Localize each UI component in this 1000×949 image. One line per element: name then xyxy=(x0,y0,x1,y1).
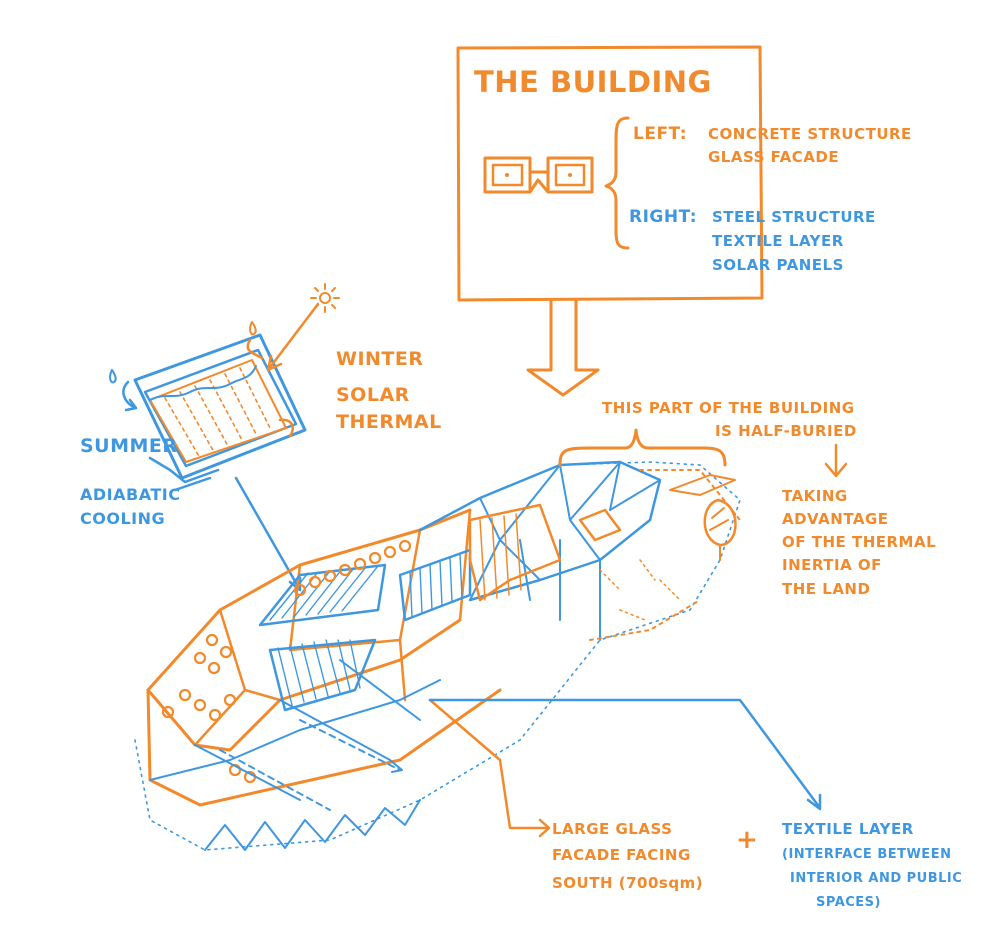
droplet-icon xyxy=(109,369,117,384)
buried-arrow xyxy=(824,443,848,478)
legend-title: THE BUILDING xyxy=(474,65,712,99)
legend-right-line-2: TEXTILE LAYER xyxy=(712,232,844,250)
advantage-line-4: INERTIA OF xyxy=(782,556,882,574)
winter-label: WINTER xyxy=(336,348,424,370)
summer-label: SUMMER xyxy=(80,435,178,457)
glasses-icon xyxy=(483,156,594,194)
panel-to-roof-arrow xyxy=(234,476,302,592)
textile-line-1: TEXTILE LAYER xyxy=(782,820,914,838)
facade-line-2: FACADE FACING xyxy=(552,846,691,864)
facade-line-1: LARGE GLASS xyxy=(552,820,672,838)
legend-box: THE BUILDING LEFT: CONCRETE STRUCTURE GL… xyxy=(456,45,912,302)
buried-note-line-2: IS HALF-BURIED xyxy=(715,422,857,440)
droplet-icon xyxy=(249,321,257,336)
legend-right-line-3: SOLAR PANELS xyxy=(712,256,844,274)
sun-ray-arrow xyxy=(266,302,320,372)
adiabatic-label: ADIABATIC xyxy=(80,485,180,504)
legend-left-line-2: GLASS FACADE xyxy=(708,148,839,166)
textile-line-2: (INTERFACE BETWEEN xyxy=(782,847,951,862)
legend-right-key: RIGHT: xyxy=(629,207,697,227)
facade-leader xyxy=(428,698,551,838)
legend-left-line-1: CONCRETE STRUCTURE xyxy=(708,125,912,143)
sun-icon xyxy=(310,283,340,313)
advantage-line-2: ADVANTAGE xyxy=(782,510,889,528)
textile-line-3: INTERIOR AND PUBLIC xyxy=(790,871,962,886)
buried-brace xyxy=(558,428,727,467)
plus-sign: + xyxy=(736,825,758,855)
legend-down-arrow xyxy=(526,298,600,397)
legend-brace xyxy=(604,116,630,250)
legend-left-key: LEFT: xyxy=(633,124,687,144)
advantage-line-1: TAKING xyxy=(782,487,848,505)
solar-label: SOLAR xyxy=(336,384,410,406)
advantage-line-5: THE LAND xyxy=(782,580,870,598)
facade-line-3: SOUTH (700sqm) xyxy=(552,874,703,892)
building-sketch xyxy=(134,460,741,851)
buried-note-line-1: THIS PART OF THE BUILDING xyxy=(602,399,855,417)
textile-line-4: SPACES) xyxy=(816,895,881,910)
legend-right-line-1: STEEL STRUCTURE xyxy=(712,208,876,226)
cooling-label: COOLING xyxy=(80,509,165,528)
tree-icon xyxy=(703,498,737,561)
textile-leader xyxy=(428,698,822,811)
thermal-label: THERMAL xyxy=(336,411,442,433)
advantage-line-3: OF THE THERMAL xyxy=(782,533,936,551)
